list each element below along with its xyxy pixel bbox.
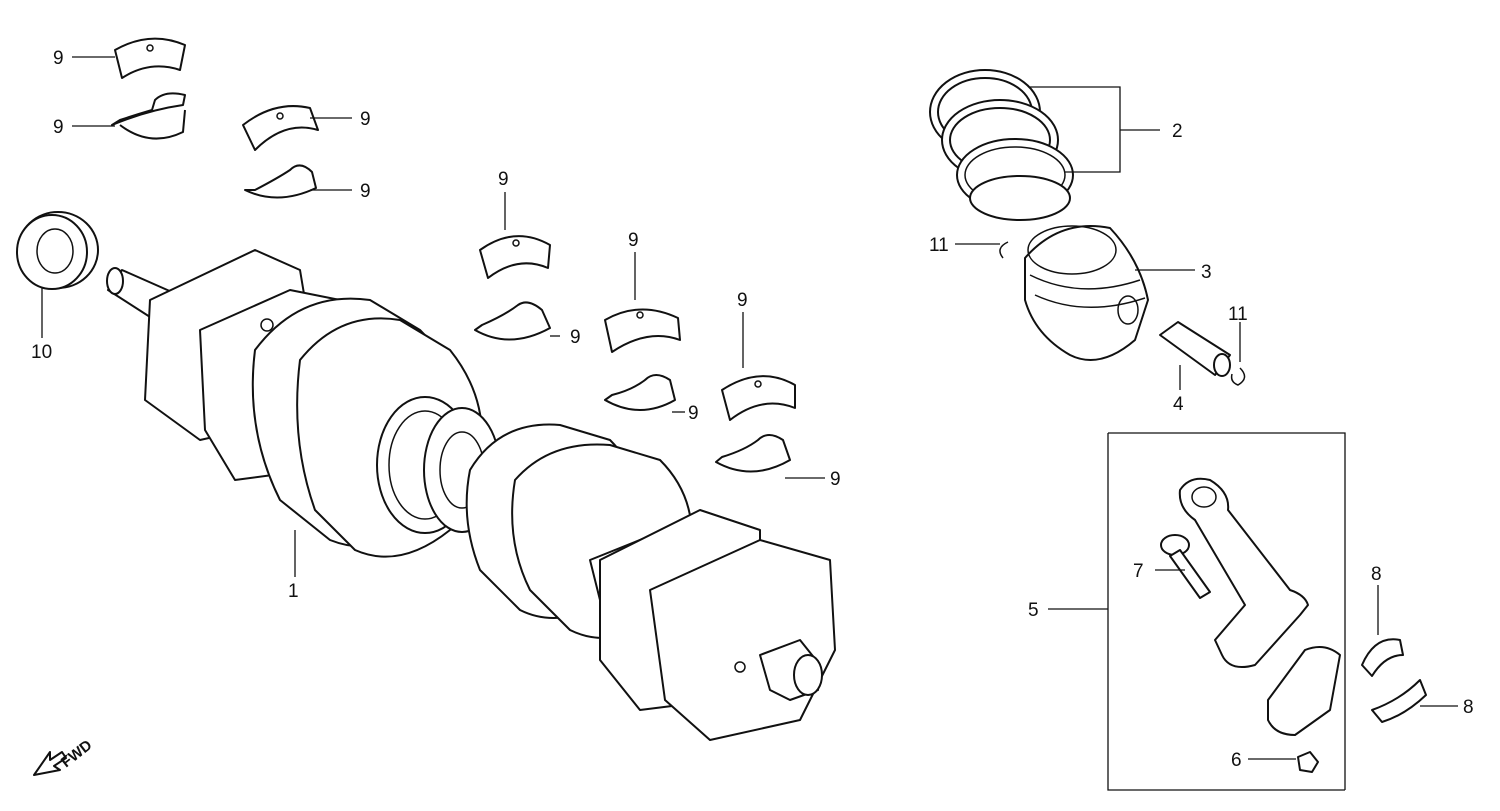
callout-main-bearing: 9 [360,181,371,202]
callout-rod-bolt: 7 [1133,561,1144,582]
callout-main-bearing: 9 [53,48,64,69]
callout-numbers: 9 9 9 9 9 9 9 9 9 9 10 1 2 11 3 11 4 5 7… [31,48,1474,771]
connecting-rod-set-box [1107,432,1346,791]
callout-rod-bearing: 8 [1463,697,1474,718]
piston-rings-drawing [929,69,1074,221]
callout-oil-seal: 10 [31,342,52,363]
callout-main-bearing: 9 [570,327,581,348]
rod-bolt-drawing [1160,534,1211,599]
forward-direction-indicator: FWD [33,737,96,776]
main-bearing-shells [111,37,796,473]
callout-main-bearing: 9 [360,109,371,130]
callout-rod-nut: 6 [1231,750,1242,771]
callout-main-bearing: 9 [53,117,64,138]
callout-pin-clip: 11 [1228,304,1248,325]
callout-main-bearing: 9 [628,230,639,251]
callout-crankshaft: 1 [288,581,299,602]
callout-piston-pin: 4 [1173,394,1184,415]
callout-main-bearing: 9 [830,469,841,490]
callout-piston-rings: 2 [1172,121,1183,142]
oil-seal-drawing [16,211,99,290]
forward-label: FWD [58,737,96,772]
callout-main-bearing: 9 [688,403,699,424]
callout-main-bearing: 9 [737,290,748,311]
leader-lines [41,56,1458,760]
callout-connecting-rod-set: 5 [1028,600,1039,621]
crankshaft-drawing [106,249,836,741]
rod-bearing-shells [1361,638,1427,723]
forward-arrow-icon [33,751,67,776]
piston-drawing [1024,225,1149,361]
callout-main-bearing: 9 [498,169,509,190]
pin-clip-drawing [999,241,1246,386]
connecting-rod-drawing [1178,477,1341,736]
callout-pin-clip: 11 [929,235,949,256]
callout-piston: 3 [1201,262,1212,283]
callout-rod-bearing: 8 [1371,564,1382,585]
rod-nut-drawing [1297,751,1319,773]
piston-pin-drawing [1159,321,1231,377]
